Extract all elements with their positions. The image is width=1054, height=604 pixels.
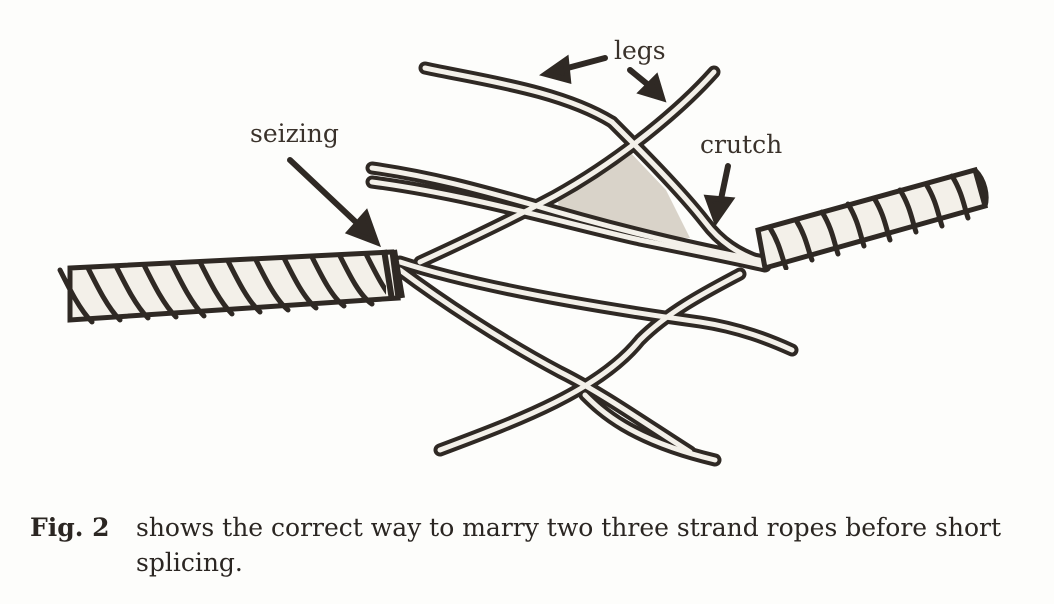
caption-line-2: splicing. xyxy=(136,548,243,577)
left-rope xyxy=(57,249,401,325)
label-legs: legs xyxy=(614,36,666,65)
rope-strands xyxy=(365,61,799,467)
seizing-binding xyxy=(381,249,405,301)
figure-number: Fig. 2 xyxy=(30,513,110,542)
caption-line-1: shows the correct way to marry two three… xyxy=(136,513,1002,542)
label-arrows xyxy=(287,54,736,248)
arrow-seizing xyxy=(287,157,363,229)
figure-caption: Fig. 2 shows the correct way to marry two… xyxy=(30,510,1040,580)
right-rope xyxy=(755,166,989,272)
label-crutch: crutch xyxy=(700,130,783,159)
label-seizing: seizing xyxy=(250,119,339,148)
